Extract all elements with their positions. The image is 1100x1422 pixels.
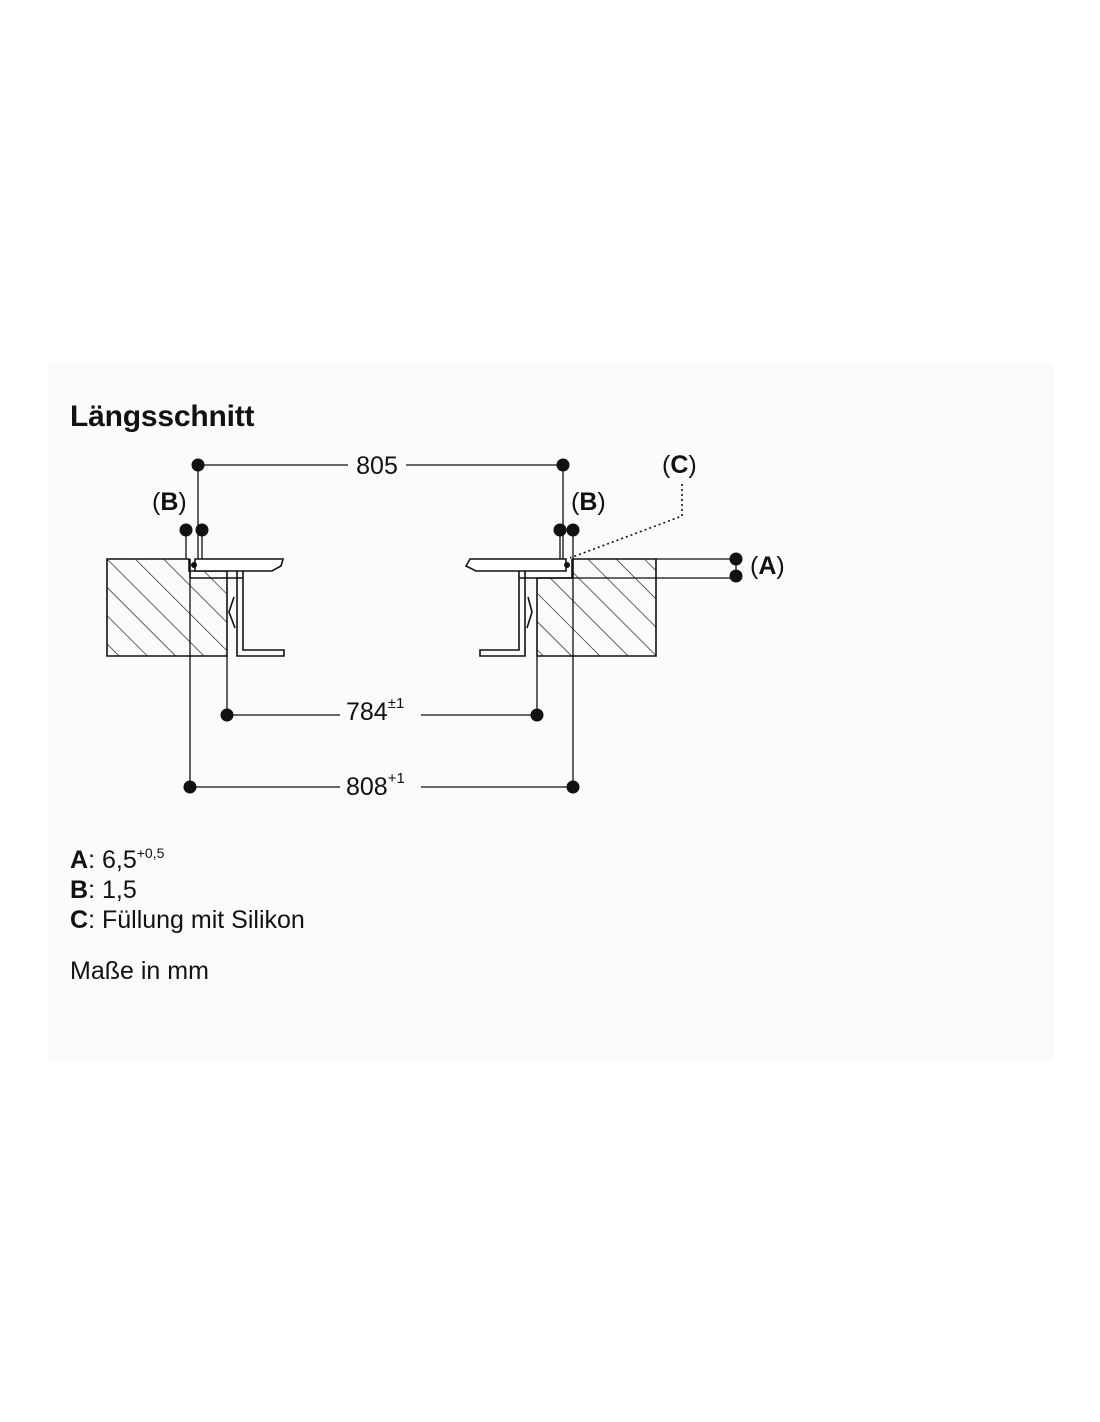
drawing-panel [48,362,1054,1062]
silicone-point-left [191,562,197,568]
silicone-point-right [564,562,570,568]
extension-lines [185,465,736,787]
legend-row-c: C: Füllung mit Silikon [70,905,305,935]
dimension-784-label: 784±1 [346,695,404,726]
worktop-right [536,558,657,657]
callout-b-right-letter: B [579,488,597,516]
legend-row-a: A: 6,5+0,5 [70,838,305,875]
dimension-784-tolerance: ±1 [388,695,405,712]
callout-c-letter: C [670,451,688,479]
svg-text:(C): (C) [662,451,697,479]
legend-key-b: B [70,876,89,904]
callout-c: (C) [569,451,697,559]
callout-b-left: (B) [152,488,209,537]
callout-a-letter: A [758,552,776,580]
dimension-784-value: 784 [346,698,388,726]
legend-sep-b: : [88,876,96,904]
legend-value-b: 1,5 [101,876,137,904]
svg-text:(B): (B) [152,488,187,516]
page-title: Längsschnitt [70,400,255,433]
legend-key-a: A [70,846,89,874]
legend-sep-a: : [88,846,96,874]
dimension-808-tolerance: +1 [388,770,405,787]
appliance-left-edge [189,558,285,657]
svg-text:(B): (B) [571,488,606,516]
units-note: Maße in mm [70,957,209,985]
callout-b-left-letter: B [160,488,178,516]
worktop-left [106,558,228,657]
legend-value-c: Füllung mit Silikon [101,906,305,934]
legend: A: 6,5+0,5 B: 1,5 C: Füllung mit Silikon [70,838,305,935]
appliance-right-edge [464,558,573,657]
dimension-808-label: 808+1 [346,770,405,801]
legend-value-a: 6,5 [101,846,137,874]
dimension-805-label: 805 [356,452,398,480]
legend-sup-a: +0,5 [136,845,165,861]
legend-key-c: C [70,906,89,934]
dimension-808-value: 808 [346,773,388,801]
legend-row-b: B: 1,5 [70,875,305,905]
callout-a: (A) [729,552,785,583]
dimension-808: 808+1 [183,770,580,801]
legend-sep-c: : [88,906,96,934]
svg-text:(A): (A) [750,552,785,580]
callout-b-right: (B) [553,488,606,537]
dimension-805: 805 [191,452,570,480]
dimension-784: 784±1 [220,695,544,726]
